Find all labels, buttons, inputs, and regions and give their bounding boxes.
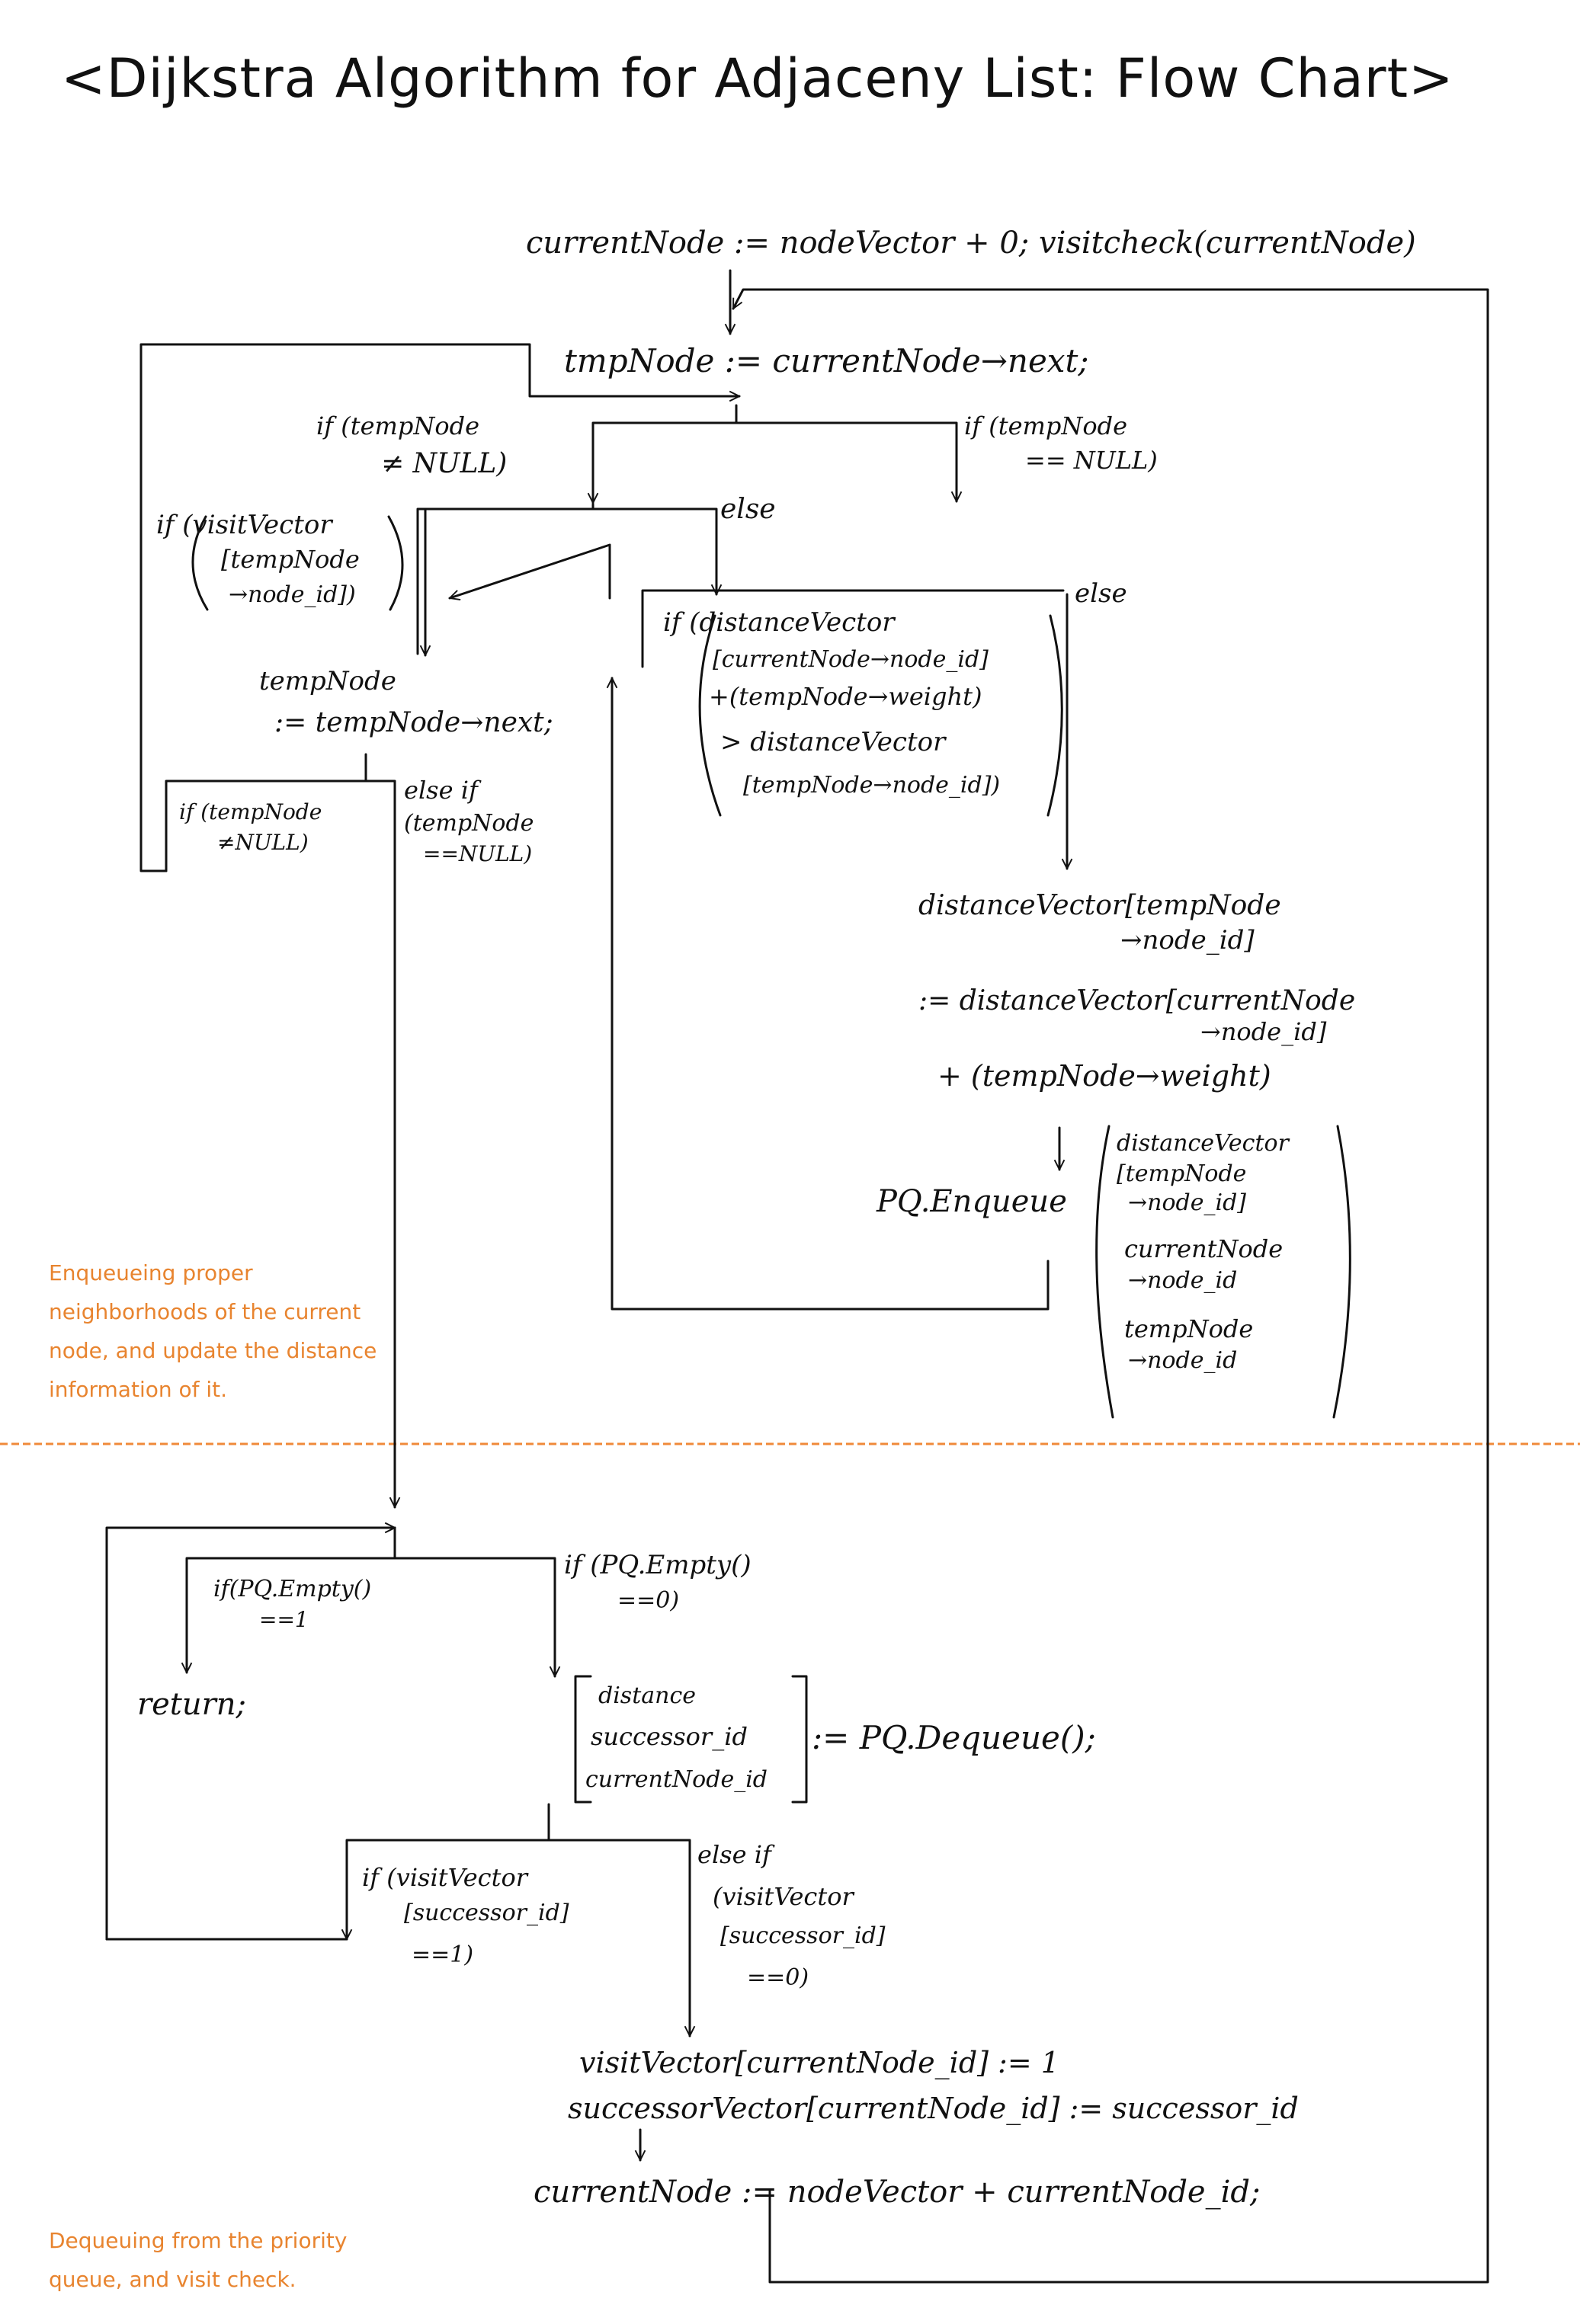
enqueue-bracket-left — [1095, 1125, 1114, 1419]
dist-update-l5: + (tempNode→weight) — [937, 1059, 1271, 1093]
node-init: currentNode := nodeVector + 0; visitchec… — [526, 226, 1416, 261]
cond-dist-l2: [currentNode→node_id] — [713, 646, 989, 673]
edge-to-null — [735, 421, 957, 501]
cond-dist-l5: [tempNode→node_id]) — [743, 772, 1000, 799]
cond-null-l1: if (tempNode — [964, 411, 1127, 440]
node-dequeue-call: := PQ.Dequeue(); — [812, 1719, 1096, 1756]
else-2: else — [1075, 578, 1127, 609]
cond-dist-l1: if (distanceVector — [663, 607, 896, 638]
cond-visit-succ-1-l3: ==1) — [412, 1941, 473, 1968]
node-visit-set: visitVector[currentNode_id] := 1 — [579, 2046, 1059, 2080]
cond-visit-succ-0-l4: ==0) — [747, 1964, 809, 1991]
dist-update-l3: := distanceVector[currentNode — [918, 985, 1355, 1016]
dequeue-target-2: successor_id — [591, 1722, 748, 1751]
dist-cond-bracket-left — [698, 614, 722, 817]
cond-empty-1-l2: ==1 — [259, 1607, 309, 1632]
cond-not-null-l2: ≠ NULL) — [381, 448, 507, 479]
enqueue-bracket-right — [1332, 1125, 1351, 1419]
enqueue-arg-1: distanceVector — [1117, 1130, 1290, 1157]
else-if-null-l3: ==NULL) — [423, 841, 532, 866]
dist-update-l1: distanceVector[tempNode — [918, 890, 1281, 921]
visit-bracket-right — [387, 515, 404, 611]
edge-succ-split-right — [547, 1839, 690, 2036]
dist-update-l4: →node_id] — [1200, 1017, 1327, 1046]
cond-dist-l4: > distanceVector — [720, 727, 947, 757]
dequeue-right-bracket — [791, 1675, 808, 1804]
enqueue-arg-7: →node_id — [1128, 1347, 1237, 1374]
node-return: return; — [137, 1687, 246, 1722]
annotation-dequeue: Dequeuing from the priority queue, and v… — [49, 2228, 348, 2292]
cond-visit-succ-0-l2: (visitVector — [713, 1882, 854, 1911]
cond-visit-succ-0-l1: else if — [697, 1840, 775, 1869]
edge-succ-split-left — [347, 1839, 550, 1939]
cond-not-null-2-l1: if (tempNode — [179, 799, 322, 824]
cond-visit-l2: [tempNode — [221, 545, 360, 574]
dist-cond-bracket-right — [1046, 614, 1063, 817]
node-tmp-assign: tmpNode := currentNode→next; — [564, 342, 1089, 379]
enqueue-arg-3: →node_id] — [1128, 1189, 1246, 1216]
edge-distribution — [416, 507, 716, 655]
cond-not-null-2-l2: ≠NULL) — [217, 830, 309, 855]
edge-enqueue-back — [612, 678, 1050, 1311]
edge-merge — [105, 1528, 395, 1941]
dist-update-l2: →node_id] — [1120, 925, 1255, 956]
edge-to-empty0 — [393, 1557, 555, 1676]
visit-bracket-left — [191, 515, 209, 611]
cond-empty-0-l2: ==0) — [617, 1587, 679, 1614]
enqueue-arg-6: tempNode — [1124, 1314, 1253, 1343]
dequeue-target-1: distance — [598, 1682, 696, 1709]
edge-advance-null — [364, 779, 395, 1507]
cond-empty-1-l1: if(PQ.Empty() — [213, 1576, 371, 1602]
dequeue-target-3: currentNode_id — [585, 1766, 768, 1793]
node-current-update: currentNode := nodeVector + currentNode_… — [534, 2175, 1260, 2210]
enqueue-arg-2: [tempNode — [1117, 1160, 1246, 1187]
edge-dist-cond — [641, 589, 1065, 668]
edge-loop-back — [732, 288, 1489, 2284]
cond-visit-l3: →node_id]) — [229, 581, 356, 608]
edge-next-loop — [139, 343, 739, 872]
cond-dist-l3: +(tempNode→weight) — [709, 682, 982, 711]
dequeue-left-bracket — [574, 1675, 592, 1804]
cond-not-null-l1: if (tempNode — [316, 411, 479, 440]
cond-visit-succ-0-l3: [successor_id] — [720, 1922, 886, 1949]
edge-to-not-null — [593, 421, 738, 503]
enqueue-arg-4: currentNode — [1124, 1234, 1283, 1263]
annotation-enqueue: Enqueueing proper neighborhoods of the c… — [49, 1260, 377, 1402]
edge-to-empty1 — [187, 1557, 396, 1673]
node-advance-l2: := tempNode→next; — [274, 707, 553, 738]
enqueue-arg-5: →node_id — [1128, 1267, 1237, 1294]
node-enqueue: PQ.Enqueue — [876, 1184, 1067, 1219]
cond-visit-succ-1-l2: [successor_id] — [404, 1900, 569, 1926]
cond-visit-l1: if (visitVector — [156, 510, 333, 540]
edge-advance-split — [165, 779, 367, 872]
else-1: else — [720, 494, 776, 525]
else-if-null-l2: (tempNode — [404, 810, 534, 837]
node-advance-l1: tempNode — [259, 666, 396, 696]
node-successor-set: successorVector[currentNode_id] := succe… — [568, 2092, 1299, 2126]
cond-null-l2: == NULL) — [1025, 446, 1158, 475]
page-title: <Dijkstra Algorithm for Adjaceny List: F… — [61, 47, 1454, 110]
else-if-null-l1: else if — [404, 776, 482, 805]
cond-empty-0-l1: if (PQ.Empty() — [564, 1550, 752, 1580]
cond-visit-succ-1-l1: if (visitVector — [362, 1863, 529, 1892]
edge-visit-true — [450, 543, 611, 598]
